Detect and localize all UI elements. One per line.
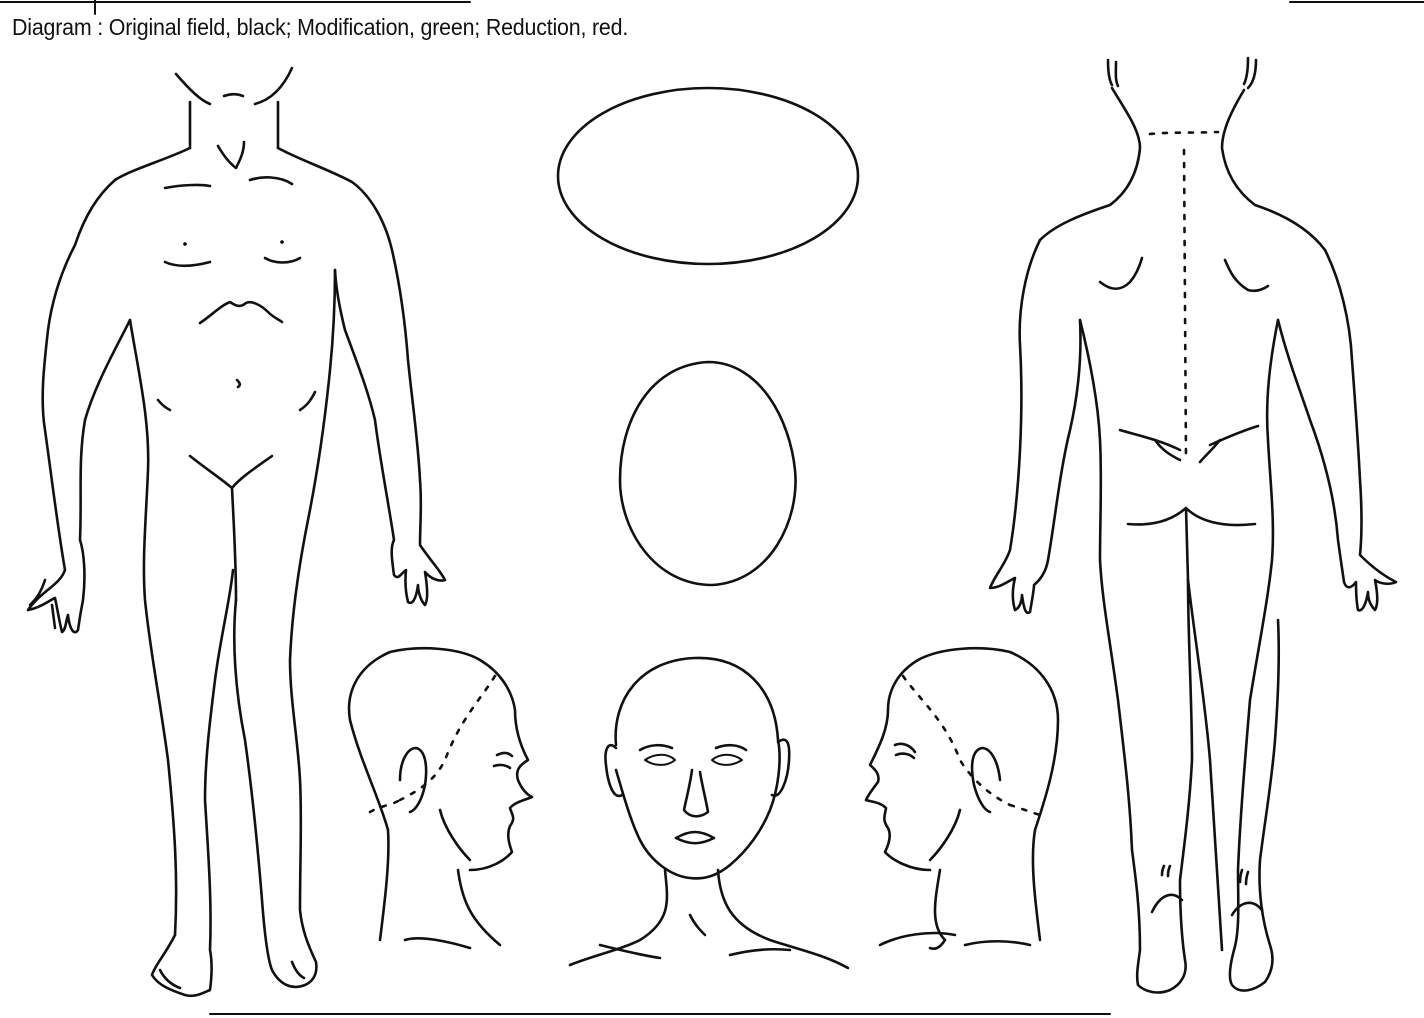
diagram-sheet: Diagram : Original field, black; Modific… [0,0,1424,1018]
body-back-figure [0,0,1424,1018]
